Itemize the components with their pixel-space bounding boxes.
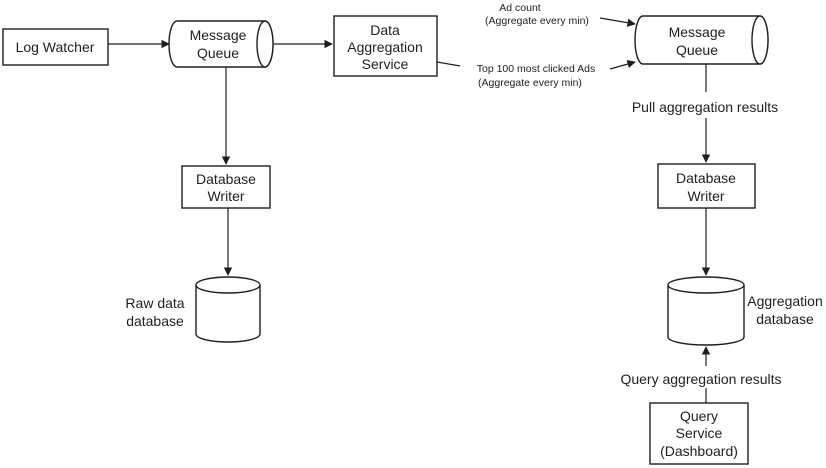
edge-label-ad-count-line1: Ad count [499,2,541,14]
aggregation-database-label-line2: database [756,311,814,327]
database-writer-right-line1: Database [676,170,736,186]
message-queue-right: Message Queue [634,15,769,65]
edge-label-query-aggregation-results: Query aggregation results [620,371,781,387]
arrow-ad-count [599,17,636,27]
query-service-box: Query Service (Dashboard) [649,402,749,465]
database-writer-right-line2: Writer [687,188,724,204]
query-service-line2: Service [676,425,723,441]
message-queue-left-line2: Queue [197,45,239,61]
message-queue-right-line2: Queue [676,42,718,58]
data-aggregation-service-line2: Aggregation [347,39,423,55]
log-watcher-box: Log Watcher [2,28,109,66]
raw-data-database-label-line1: Raw data [125,295,184,311]
raw-data-database-label-line2: database [126,313,184,329]
edge-label-pull-aggregation-results: Pull aggregation results [632,99,778,115]
log-watcher-label: Log Watcher [16,39,95,55]
database-writer-left-line1: Database [196,171,256,187]
arrow-top-100 [609,59,636,70]
database-writer-left-line2: Writer [207,188,244,204]
aggregation-database-cylinder [667,276,745,346]
data-aggregation-service-line3: Service [362,56,409,72]
raw-data-database-cylinder [195,276,261,343]
message-queue-left: Message Queue [168,20,274,68]
edge-label-top-100-line2: (Aggregate every min) [478,77,582,89]
query-service-line1: Query [680,408,718,424]
database-writer-left-box: Database Writer [181,165,271,209]
arrow-service-to-top-100-label [436,61,461,67]
edge-label-top-100-line1: Top 100 most clicked Ads [477,63,595,75]
aggregation-database-label-line1: Aggregation [747,293,823,309]
data-aggregation-service-box: Data Aggregation Service [333,15,438,77]
query-service-line3: (Dashboard) [660,443,738,459]
edge-label-ad-count-line2: (Aggregate every min) [485,15,589,27]
message-queue-left-line1: Message [190,27,247,43]
data-aggregation-service-line1: Data [370,22,400,38]
database-writer-right-box: Database Writer [657,163,756,209]
message-queue-right-line1: Message [669,24,726,40]
